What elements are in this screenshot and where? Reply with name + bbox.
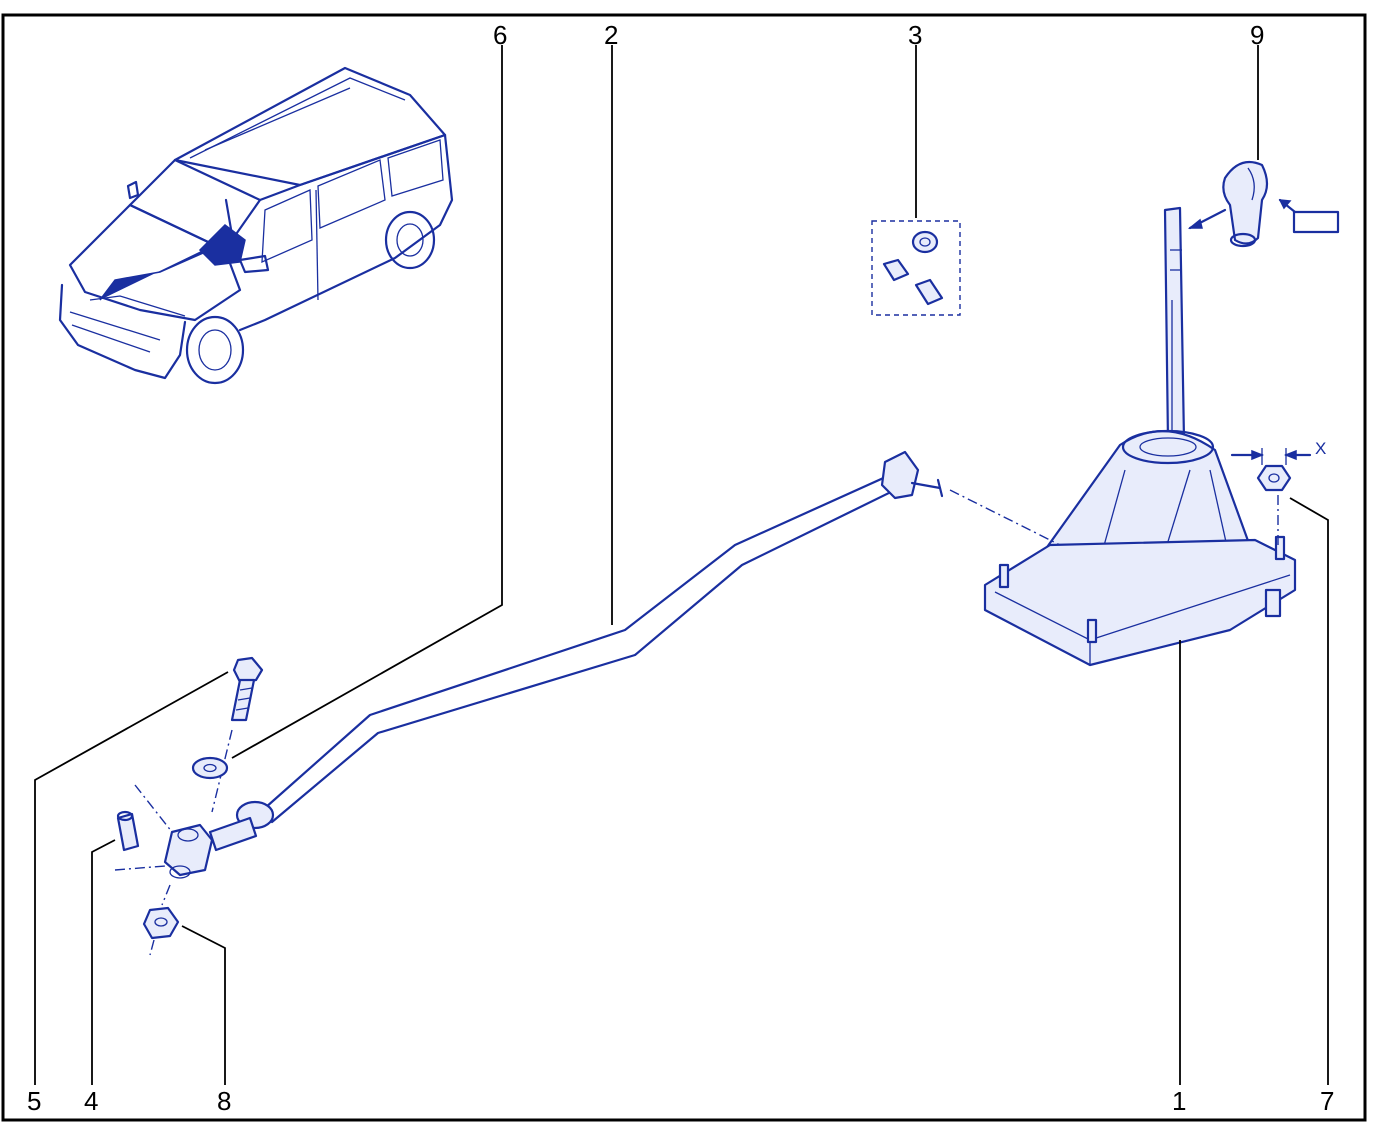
kit-dashed-box <box>871 220 961 316</box>
callout-6: 6 <box>493 20 507 50</box>
part-8-nut <box>142 884 180 956</box>
part-7-nut: X <box>1230 439 1326 545</box>
part-6-washer <box>191 756 229 780</box>
leader-7 <box>1289 497 1329 1085</box>
part-9-gear-knob <box>1187 160 1340 248</box>
callout-8: 8 <box>217 1086 231 1116</box>
part-2-shift-rod <box>163 450 1061 879</box>
leader-4 <box>91 839 116 1085</box>
dimension-x-label: X <box>1315 439 1326 458</box>
callout-numbers: 6 2 3 9 5 4 8 1 7 <box>27 20 1334 1116</box>
part-3-fastener-kit <box>871 220 961 316</box>
callout-9: 9 <box>1250 20 1264 50</box>
knob-emblem-icon <box>1292 210 1340 234</box>
callout-5: 5 <box>27 1086 41 1116</box>
callout-7: 7 <box>1320 1086 1334 1116</box>
callout-4: 4 <box>84 1086 98 1116</box>
callout-3: 3 <box>908 20 922 50</box>
vehicle-locator-illustration <box>58 66 454 385</box>
leader-5 <box>34 671 229 1085</box>
leader-lines <box>34 45 1329 1085</box>
part-4-bushing <box>114 784 173 871</box>
leader-6 <box>231 45 503 759</box>
callout-2: 2 <box>604 20 618 50</box>
part-1-shifter-housing <box>983 206 1297 667</box>
leader-8 <box>181 925 226 1085</box>
callout-1: 1 <box>1172 1086 1186 1116</box>
